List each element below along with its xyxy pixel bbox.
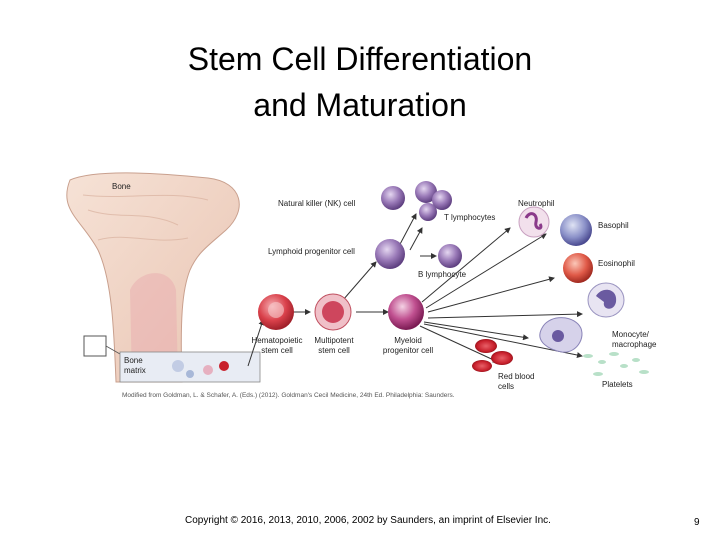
diagram-artwork — [66, 172, 649, 383]
title-line-1: Stem Cell Differentiation — [187, 41, 533, 77]
label-multipotent-2: stem cell — [318, 346, 350, 355]
label-b-lymphocyte: B lymphocyte — [418, 270, 467, 279]
title-line-2: and Maturation — [253, 87, 467, 123]
neutrophil — [518, 206, 550, 238]
label-monocyte-1: Monocyte/ — [612, 330, 649, 339]
lymphoid-progenitor-cell — [375, 239, 405, 269]
red-blood-cell — [475, 339, 497, 353]
label-hematopoietic-2: stem cell — [261, 346, 293, 355]
figure-credit: Modified from Goldman, L. & Schafer, A. … — [122, 392, 455, 399]
label-basophil: Basophil — [598, 221, 629, 230]
label-multipotent-1: Multipotent — [314, 336, 354, 345]
platelets — [583, 352, 649, 376]
label-neutrophil: Neutrophil — [518, 199, 555, 208]
copyright-notice: Copyright © 2016, 2013, 2010, 2006, 2002… — [185, 515, 551, 526]
label-eosinophil: Eosinophil — [598, 259, 635, 268]
label-myeloid-2: progenitor cell — [382, 346, 434, 355]
label-myeloid-1: Myeloid — [394, 336, 422, 345]
label-lymphoid-progenitor: Lymphoid progenitor cell — [268, 247, 355, 256]
differentiation-diagram: Bone Bone matrix Natural killer (NK) cel… — [58, 170, 658, 402]
slide-title: Stem Cell Differentiation and Maturation — [110, 36, 610, 128]
nk-cell — [381, 186, 405, 210]
label-nk-cell: Natural killer (NK) cell — [278, 199, 356, 208]
label-hematopoietic-1: Hematopoietic — [251, 336, 303, 345]
eosinophil — [563, 253, 593, 283]
label-t-lymphocytes: T lymphocytes — [444, 213, 496, 222]
label-bone-matrix-2: matrix — [124, 366, 146, 375]
t-lymphocyte — [415, 181, 437, 203]
basophil — [560, 214, 592, 246]
label-bone: Bone — [112, 182, 131, 191]
label-monocyte-2: macrophage — [612, 340, 657, 349]
label-red-blood-2: cells — [498, 382, 515, 391]
label-bone-matrix-1: Bone — [124, 356, 143, 365]
page-number: 9 — [694, 517, 700, 528]
label-red-blood-1: Red blood — [498, 372, 535, 381]
label-platelets: Platelets — [602, 380, 633, 389]
bone-illustration — [66, 172, 261, 383]
myeloid-progenitor-cell — [388, 294, 424, 330]
b-lymphocyte — [438, 244, 462, 268]
